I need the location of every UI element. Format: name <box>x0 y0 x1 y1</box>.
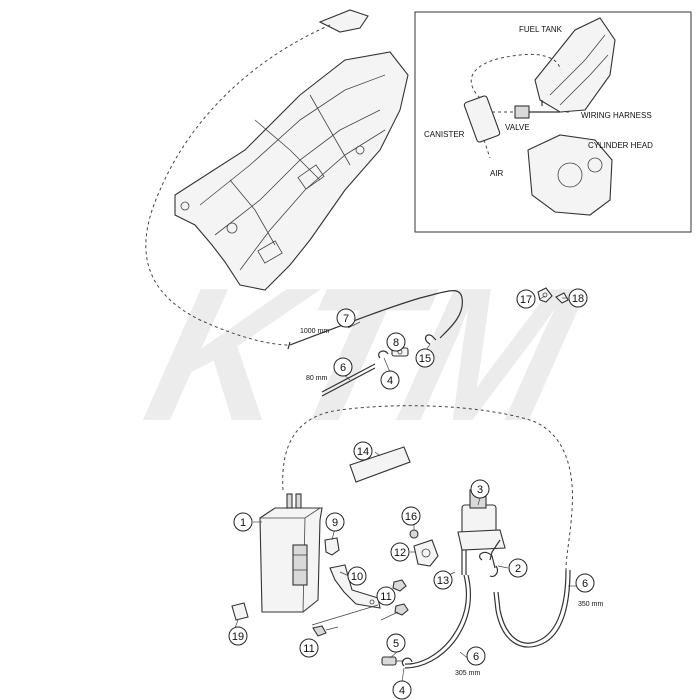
vent-line-route-2 <box>282 405 573 571</box>
svg-text:6: 6 <box>582 578 588 590</box>
svg-text:1: 1 <box>240 517 246 529</box>
label-canister: CANISTER <box>424 130 465 139</box>
callout-16: 16 <box>401 506 421 526</box>
dim-350mm: 350 mm <box>578 601 603 608</box>
callout-6-bottom: 6 <box>466 646 486 666</box>
canister-1 <box>259 493 323 613</box>
callout-6-top: 6 <box>333 357 353 377</box>
dim-305mm: 305 mm <box>455 670 480 677</box>
dim-80mm: 80 mm <box>306 375 328 382</box>
svg-text:15: 15 <box>419 353 431 365</box>
svg-text:12: 12 <box>394 547 406 559</box>
svg-text:11: 11 <box>380 591 391 603</box>
label-fuel-tank: FUEL TANK <box>519 25 563 34</box>
callout-2: 2 <box>508 558 528 578</box>
svg-text:2: 2 <box>515 563 521 575</box>
label-air: AIR <box>490 169 504 178</box>
vent-line-route-1 <box>145 24 331 346</box>
svg-text:6: 6 <box>340 362 346 374</box>
nut-11-upper <box>392 579 409 616</box>
hose-13 <box>404 574 467 665</box>
clamp-4-upper <box>378 350 389 359</box>
svg-text:18: 18 <box>572 293 584 305</box>
svg-text:14: 14 <box>357 446 369 458</box>
svg-text:17: 17 <box>520 294 532 306</box>
svg-text:7: 7 <box>343 313 349 325</box>
svg-text:4: 4 <box>387 375 393 387</box>
hose-6-350mm <box>497 569 567 644</box>
clip-15 <box>424 334 437 345</box>
callout-12: 12 <box>390 542 410 562</box>
svg-text:6: 6 <box>473 651 479 663</box>
callout-15: 15 <box>415 348 435 368</box>
callout-7: 7 <box>336 308 356 328</box>
svg-text:19: 19 <box>232 631 244 643</box>
callout-19: 19 <box>228 626 248 646</box>
callout-14: 14 <box>353 441 373 461</box>
svg-text:3: 3 <box>477 484 483 496</box>
callout-18: 18 <box>568 288 588 308</box>
svg-text:11: 11 <box>303 643 314 655</box>
screw-11-lower <box>312 625 339 637</box>
valve-3 <box>457 489 506 575</box>
inset-box: FUEL TANK CANISTER VALVE WIRING HARNESS … <box>414 11 692 233</box>
callout-10: 10 <box>347 566 367 586</box>
label-cylinder-head: CYLINDER HEAD <box>588 141 653 150</box>
callout-9: 9 <box>325 512 345 532</box>
callout-17: 17 <box>516 289 536 309</box>
svg-text:9: 9 <box>332 517 338 529</box>
callout-6-right: 6 <box>575 573 595 593</box>
label-valve: VALVE <box>505 123 530 132</box>
bracket-10 <box>329 564 381 609</box>
bracket-9 <box>324 537 340 556</box>
callout-11-left: 11 <box>299 638 319 658</box>
callout-3: 3 <box>470 479 490 499</box>
svg-text:8: 8 <box>393 337 399 349</box>
callout-11-right: 11 <box>376 586 396 606</box>
clamp-4-lower <box>401 657 413 667</box>
svg-text:4: 4 <box>399 685 405 697</box>
holder-12 <box>413 539 439 567</box>
screw-16 <box>409 529 419 539</box>
watermark: KTM <box>129 248 598 461</box>
hose-6-short <box>321 367 376 397</box>
hose-7 <box>289 290 463 346</box>
svg-text:13: 13 <box>437 575 449 587</box>
label-wiring-harness: WIRING HARNESS <box>581 111 652 120</box>
callout-1: 1 <box>233 512 253 532</box>
fuel-tank-drawing <box>174 51 409 291</box>
callout-13: 13 <box>433 570 453 590</box>
decal-14 <box>349 446 411 483</box>
svg-text:5: 5 <box>393 638 399 650</box>
callout-8: 8 <box>386 332 406 352</box>
rubber-19 <box>231 602 249 621</box>
tank-cap-part <box>318 9 369 33</box>
dim-1000mm: 1000 mm <box>300 328 329 335</box>
svg-text:10: 10 <box>351 571 363 583</box>
fitting-5 <box>381 656 404 666</box>
callout-5: 5 <box>386 633 406 653</box>
callout-4-upper: 4 <box>380 370 400 390</box>
svg-text:16: 16 <box>405 511 417 523</box>
clamp-2 <box>479 551 499 577</box>
callout-4-lower: 4 <box>392 680 412 700</box>
